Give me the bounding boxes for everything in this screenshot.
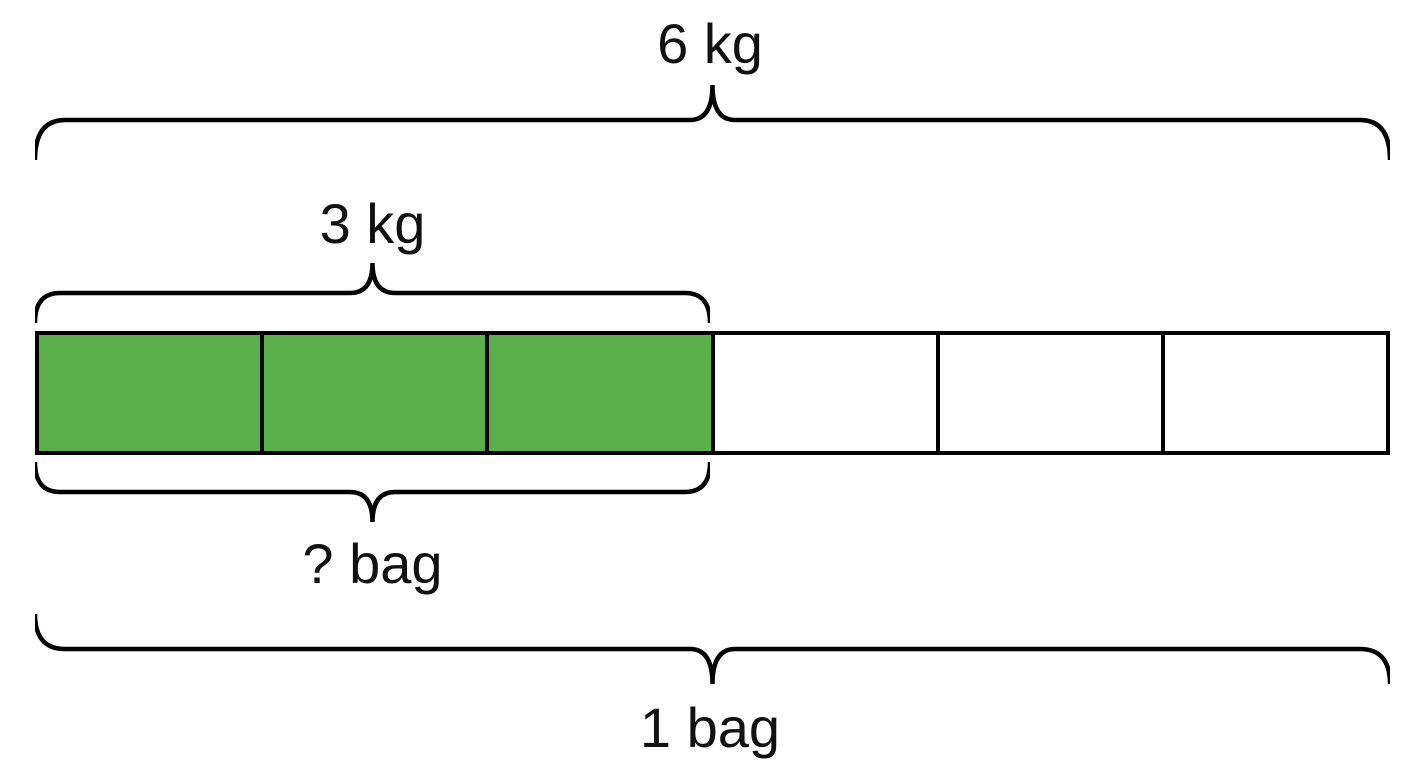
unknown-bags-brace bbox=[35, 462, 710, 522]
bar-cell-filled bbox=[39, 335, 265, 451]
tape-bar bbox=[35, 331, 1390, 455]
half-weight-label: 3 kg bbox=[319, 192, 426, 255]
whole-bag-brace bbox=[35, 614, 1390, 684]
whole-bag-label: 1 bag bbox=[639, 696, 781, 759]
bar-cell-empty bbox=[714, 335, 940, 451]
bar-cell-empty bbox=[939, 335, 1165, 451]
total-weight-brace bbox=[35, 85, 1390, 160]
half-weight-brace bbox=[35, 263, 710, 323]
bar-cell-empty bbox=[1164, 335, 1387, 451]
unknown-bags-label: ? bag bbox=[302, 532, 443, 595]
bar-cell-filled bbox=[264, 335, 490, 451]
bar-cell-filled bbox=[489, 335, 715, 451]
total-weight-label: 6 kg bbox=[657, 12, 763, 75]
